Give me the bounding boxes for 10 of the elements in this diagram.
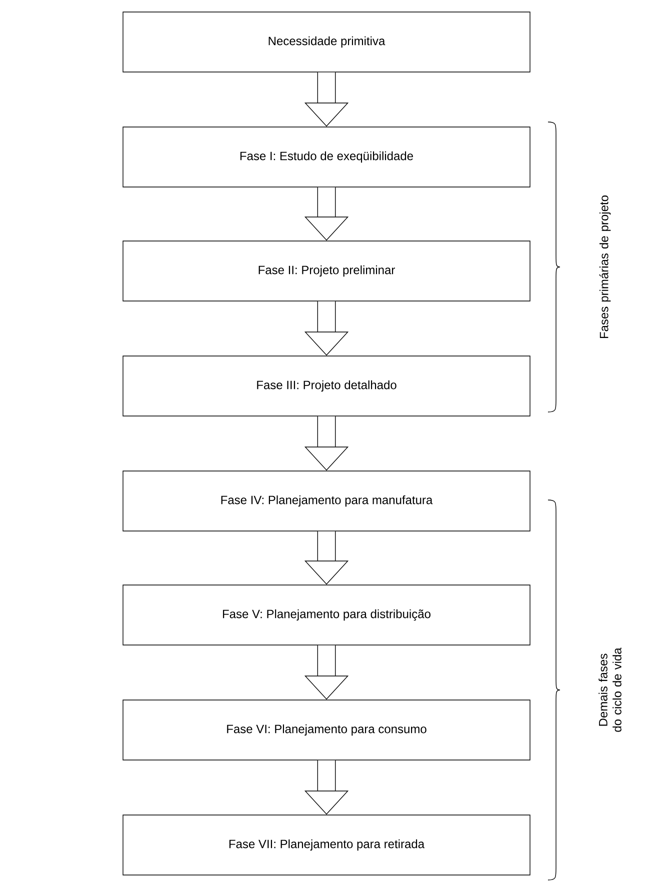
process-box: Necessidade primitiva [122,12,530,72]
process-box: Fase I: Estudo de exeqüibilidade [122,126,530,188]
brace-label: Demais fases do ciclo de vida [598,648,622,732]
process-box: Fase IV: Planejamento para manufatura [122,470,530,532]
process-box: Fase II: Projeto preliminar [122,240,530,302]
process-box: Fase III: Projeto detalhado [122,356,530,416]
process-box: Fase VI: Planejamento para consumo [122,700,530,760]
process-box: Fase V: Planejamento para distribuição [122,584,530,646]
brace-label: Fases primárias de projeto [599,196,611,338]
process-box: Fase VII: Planejamento para retirada [122,814,530,876]
